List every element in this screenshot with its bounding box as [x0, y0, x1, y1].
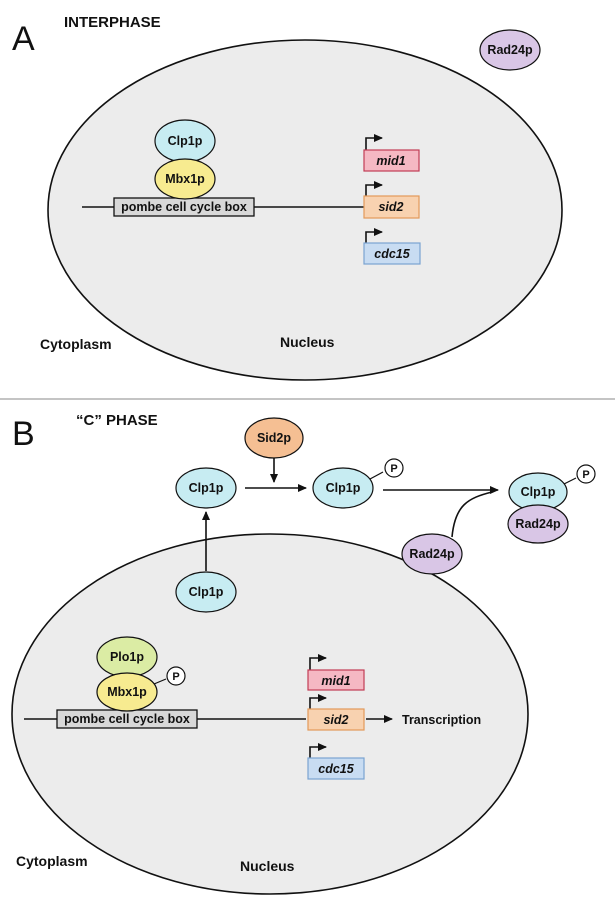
panel-a: A INTERPHASE Cytoplasm Nucleus Rad24p po…	[12, 14, 563, 381]
phosphate-icon	[166, 666, 186, 686]
clp1p-phospho-protein-b: Clp1p P	[312, 458, 404, 509]
svg-text:mid1: mid1	[376, 154, 405, 168]
clp1p-rad24p-complex: Clp1p P Rad24p	[507, 464, 596, 544]
nucleus-label-a: Nucleus	[280, 334, 335, 350]
pombe-cell-cycle-box-b: pombe cell cycle box	[56, 709, 198, 729]
mbx1p-protein-a: Mbx1p	[154, 158, 216, 200]
gene-sid2-a: sid2	[363, 181, 420, 219]
nucleus-label-b: Nucleus	[240, 858, 295, 874]
clp1p-protein-a: Clp1p	[154, 119, 216, 163]
gene-cdc15-b: cdc15	[307, 743, 365, 780]
nucleus-b	[11, 533, 529, 895]
svg-text:Mbx1p: Mbx1p	[107, 685, 147, 699]
phosphate-icon	[384, 458, 404, 478]
svg-text:Sid2p: Sid2p	[257, 431, 291, 445]
svg-text:cdc15: cdc15	[374, 247, 410, 261]
rad24p-protein-a: Rad24p	[479, 29, 541, 71]
svg-text:mid1: mid1	[321, 674, 350, 688]
svg-text:Plo1p: Plo1p	[110, 650, 144, 664]
gene-mid1-a: mid1	[363, 134, 420, 172]
pombe-cell-cycle-box-a: pombe cell cycle box	[113, 197, 255, 217]
svg-text:pombe cell cycle box: pombe cell cycle box	[64, 712, 190, 726]
clp1p-protein-b-top: Clp1p	[175, 467, 237, 509]
svg-text:Clp1p: Clp1p	[189, 585, 224, 599]
rad24p-protein-b-free: Rad24p	[401, 533, 463, 575]
panel-a-title: INTERPHASE	[64, 14, 161, 31]
svg-text:Mbx1p: Mbx1p	[165, 172, 205, 186]
svg-text:Rad24p: Rad24p	[487, 43, 533, 57]
svg-text:Clp1p: Clp1p	[168, 134, 203, 148]
gene-cdc15-a: cdc15	[363, 228, 421, 265]
phosphate-icon	[576, 464, 596, 484]
svg-text:Rad24p: Rad24p	[515, 517, 561, 531]
panel-b-letter: B	[12, 415, 35, 453]
svg-text:cdc15: cdc15	[318, 762, 354, 776]
transcription-label: Transcription	[402, 713, 481, 727]
gene-sid2-b: sid2	[307, 694, 365, 731]
svg-text:Clp1p: Clp1p	[521, 485, 556, 499]
svg-text:Clp1p: Clp1p	[326, 481, 361, 495]
svg-text:Clp1p: Clp1p	[189, 481, 224, 495]
svg-text:Rad24p: Rad24p	[409, 547, 455, 561]
panel-a-letter: A	[12, 20, 35, 58]
gene-mid1-b: mid1	[307, 654, 365, 691]
svg-text:P: P	[582, 469, 589, 481]
sid2p-protein-b: Sid2p	[244, 417, 304, 459]
plo1p-protein-b: Plo1p	[96, 636, 158, 678]
svg-text:sid2: sid2	[378, 200, 403, 214]
rad24p-curve	[451, 491, 493, 538]
panel-b-title: “C” PHASE	[76, 412, 158, 429]
svg-text:P: P	[172, 671, 179, 683]
cytoplasm-label-a: Cytoplasm	[40, 336, 112, 352]
svg-text:sid2: sid2	[323, 713, 348, 727]
panel-b: B “C” PHASE Cytoplasm Nucleus Sid2p Clp1…	[11, 412, 596, 895]
svg-text:P: P	[390, 463, 397, 475]
clp1p-protein-b-nucleus: Clp1p	[175, 571, 237, 613]
cytoplasm-label-b: Cytoplasm	[16, 853, 88, 869]
svg-text:pombe cell cycle box: pombe cell cycle box	[121, 200, 247, 214]
mbx1p-protein-b: Mbx1p P	[96, 666, 186, 712]
